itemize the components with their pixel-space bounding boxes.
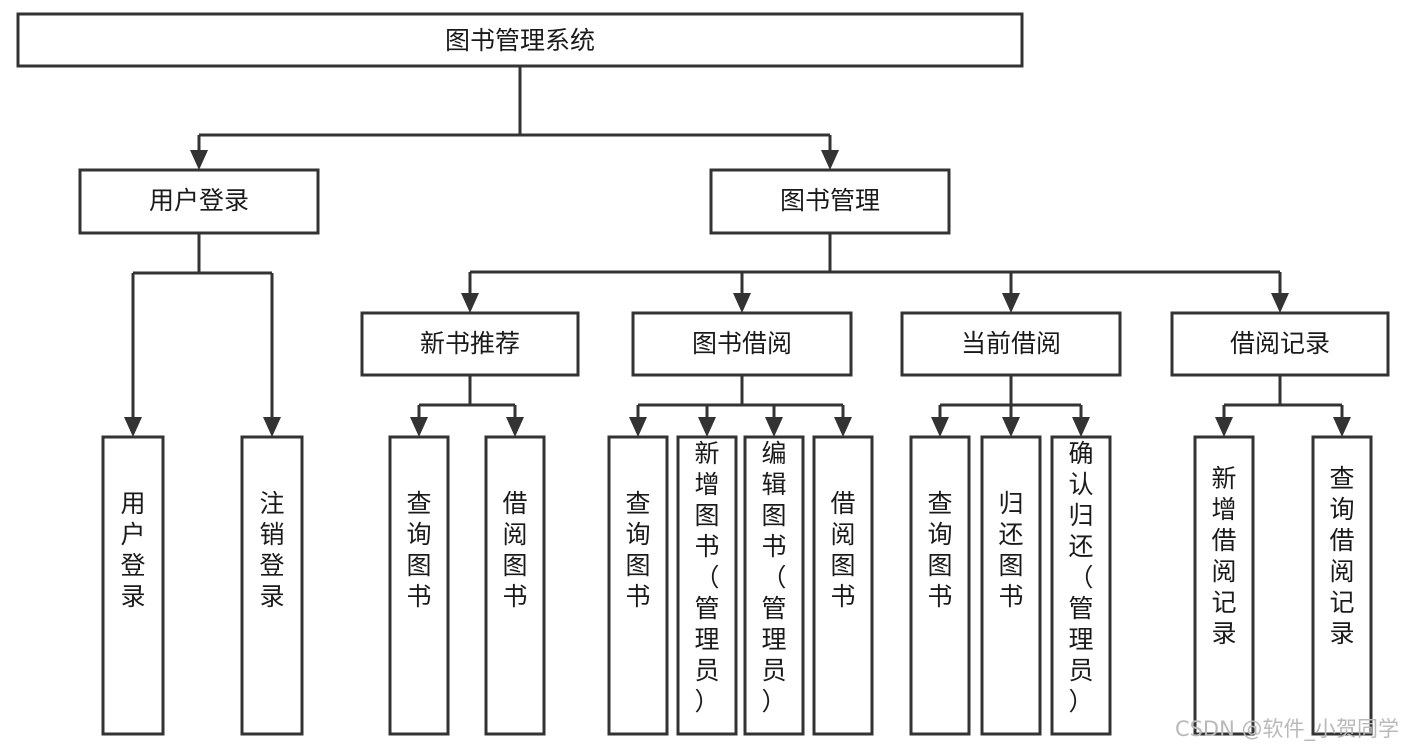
node-root-box[interactable] <box>16 12 1024 68</box>
arrow-head-book-borrow <box>733 293 751 313</box>
node-book-manage-label: 图书管理 <box>780 186 880 215</box>
arrow-head-leaf-query-book-2 <box>629 417 647 437</box>
node-leaf-query-book-3-label: 查询图书 <box>927 489 952 611</box>
node-borrow-record-box[interactable] <box>1170 311 1390 377</box>
arrow-head-leaf-query-book-1 <box>410 417 428 437</box>
node-leaf-confirm-return-label: 确认归还（管理员） <box>1068 439 1093 716</box>
node-root-label: 图书管理系统 <box>445 26 595 55</box>
node-leaf-return-book[interactable]: 归还图书 <box>980 435 1042 736</box>
node-root[interactable]: 图书管理系统 <box>16 12 1024 68</box>
node-leaf-query-book-1[interactable]: 查询图书 <box>388 435 450 736</box>
node-borrow-record-label: 借阅记录 <box>1230 329 1330 358</box>
node-leaf-add-record-label: 新增借阅记录 <box>1211 464 1236 648</box>
node-leaf-return-book-box[interactable] <box>980 435 1042 736</box>
node-leaf-logout-login[interactable]: 注销登录 <box>240 435 304 736</box>
node-book-borrow-box[interactable] <box>631 311 853 377</box>
node-current-borrow[interactable]: 当前借阅 <box>900 311 1122 377</box>
node-leaf-query-record-box[interactable] <box>1311 435 1373 736</box>
arrow-head-current-borrow <box>1002 293 1020 313</box>
node-leaf-query-book-3[interactable]: 查询图书 <box>909 435 971 736</box>
arrow-head-leaf-confirm-return <box>1072 417 1090 437</box>
node-leaf-add-book-label: 新增图书（管理员） <box>694 439 719 716</box>
arrow-head-leaf-borrow-book-2 <box>834 417 852 437</box>
node-leaf-query-book-2[interactable]: 查询图书 <box>607 435 669 736</box>
arrow-head-leaf-query-record <box>1333 417 1351 437</box>
node-leaf-query-book-2-label: 查询图书 <box>625 489 650 611</box>
node-leaf-borrow-book-2-box[interactable] <box>812 435 874 736</box>
node-book-borrow[interactable]: 图书借阅 <box>631 311 853 377</box>
node-leaf-logout-login-box[interactable] <box>240 435 304 736</box>
node-current-borrow-label: 当前借阅 <box>961 329 1061 358</box>
node-current-borrow-box[interactable] <box>900 311 1122 377</box>
arrow-head-leaf-add-record <box>1215 417 1233 437</box>
node-user-login-label: 用户登录 <box>149 186 249 215</box>
arrow-head-borrow-record <box>1271 293 1289 313</box>
node-leaf-add-book[interactable]: 新增图书（管理员） <box>676 435 738 736</box>
node-leaf-borrow-book-1[interactable]: 借阅图书 <box>484 435 546 736</box>
node-leaf-query-record[interactable]: 查询借阅记录 <box>1311 435 1373 736</box>
arrow-head-leaf-user-login <box>124 417 142 437</box>
node-leaf-confirm-return-box[interactable] <box>1050 435 1112 736</box>
arrow-head-leaf-borrow-book-1 <box>506 417 524 437</box>
node-new-book-recommend-box[interactable] <box>360 311 580 377</box>
node-leaf-user-login-box[interactable] <box>101 435 165 736</box>
node-borrow-record[interactable]: 借阅记录 <box>1170 311 1390 377</box>
arrow-head-leaf-logout-login <box>263 417 281 437</box>
arrow-head-leaf-query-book-3 <box>931 417 949 437</box>
node-leaf-borrow-book-1-label: 借阅图书 <box>502 489 527 611</box>
node-leaf-edit-book-label: 编辑图书（管理员） <box>761 439 786 716</box>
node-leaf-borrow-book-1-box[interactable] <box>484 435 546 736</box>
node-leaf-query-book-3-box[interactable] <box>909 435 971 736</box>
node-leaf-edit-book[interactable]: 编辑图书（管理员） <box>743 435 805 736</box>
arrow-head-leaf-add-book <box>698 417 716 437</box>
node-new-book-recommend[interactable]: 新书推荐 <box>360 311 580 377</box>
node-user-login-box[interactable] <box>78 168 320 235</box>
node-leaf-borrow-book-2-label: 借阅图书 <box>830 489 855 611</box>
connector-layer <box>124 66 1351 437</box>
node-book-borrow-label: 图书借阅 <box>692 329 792 358</box>
leaf-layer: 用户登录 注销登录 查询图书 借阅图书 查询图书 新增图书（管理员） <box>101 435 1373 736</box>
node-leaf-edit-book-box[interactable] <box>743 435 805 736</box>
node-leaf-borrow-book-2[interactable]: 借阅图书 <box>812 435 874 736</box>
arrow-head-book-manage <box>821 150 839 170</box>
arrow-head-user-login <box>190 150 208 170</box>
node-leaf-add-record-box[interactable] <box>1193 435 1255 736</box>
node-leaf-user-login-label: 用户登录 <box>120 489 145 611</box>
node-leaf-confirm-return[interactable]: 确认归还（管理员） <box>1050 435 1112 736</box>
node-leaf-query-book-1-label: 查询图书 <box>406 489 431 611</box>
csdn-watermark: CSDN @软件_小贺同学 <box>1175 717 1399 742</box>
node-leaf-return-book-label: 归还图书 <box>998 489 1023 611</box>
node-leaf-logout-login-label: 注销登录 <box>259 489 284 611</box>
arrow-head-leaf-return-book <box>1002 417 1020 437</box>
node-leaf-query-record-label: 查询借阅记录 <box>1329 464 1354 648</box>
node-new-book-recommend-label: 新书推荐 <box>420 329 520 358</box>
node-leaf-add-book-box[interactable] <box>676 435 738 736</box>
node-book-manage[interactable]: 图书管理 <box>709 168 951 235</box>
node-leaf-query-book-1-box[interactable] <box>388 435 450 736</box>
node-leaf-add-record[interactable]: 新增借阅记录 <box>1193 435 1255 736</box>
node-leaf-user-login[interactable]: 用户登录 <box>101 435 165 736</box>
node-book-manage-box[interactable] <box>709 168 951 235</box>
node-leaf-query-book-2-box[interactable] <box>607 435 669 736</box>
arrow-head-leaf-edit-book <box>765 417 783 437</box>
arrow-head-new-book-recommend <box>461 293 479 313</box>
node-user-login[interactable]: 用户登录 <box>78 168 320 235</box>
